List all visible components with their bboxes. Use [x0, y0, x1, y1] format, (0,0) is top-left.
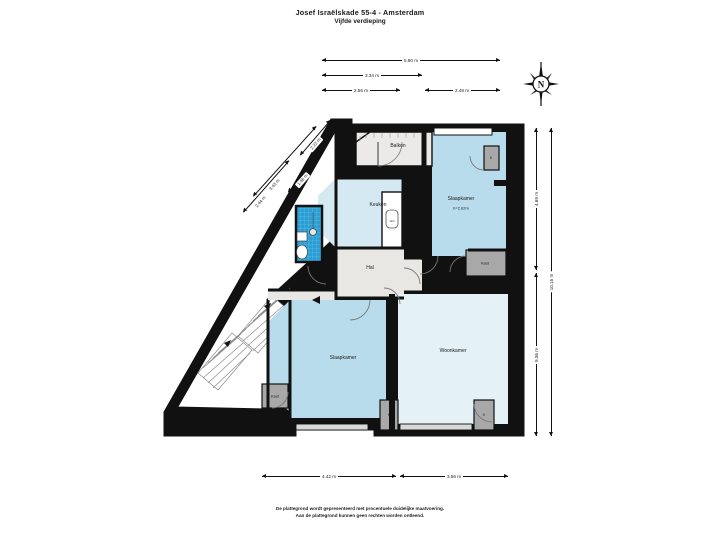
compass-east-needle: [547, 82, 559, 86]
balkon-chamfer: [355, 131, 371, 143]
compass-dial: [532, 75, 550, 93]
closet-label-k-2: K: [387, 412, 391, 417]
closet-kast-bedroom2: [261, 383, 289, 409]
closet-label-k-3: K: [482, 412, 486, 417]
entrance-arrow: [312, 296, 320, 304]
compass-north-label: N: [538, 80, 545, 90]
balkon-railing: [359, 133, 423, 141]
room-balkon-fill: [355, 131, 433, 167]
room-woonkamer-fill: [398, 294, 508, 424]
room-label-hal: Hal: [366, 264, 374, 271]
compass-west-needle: [523, 82, 535, 86]
closet-kast-bedroom1: [465, 249, 507, 277]
page-subtitle: Vijfde verdieping: [334, 18, 386, 25]
dimension-label-top-2: 3.34 m: [362, 71, 382, 79]
room-label-slaapkamer-1: Slaapkamer: [447, 195, 475, 202]
room-label-kast-1: Kast: [480, 260, 490, 266]
closet-k-living-east: [473, 399, 495, 431]
bath-sink: [296, 231, 308, 242]
room-height-slaapkamer-1: h=2.62m: [453, 205, 469, 211]
balkon-door-swing: [377, 141, 403, 167]
dimension-label-bottom-1: 4.42 m: [319, 472, 339, 480]
room-hal-fill: [336, 248, 422, 298]
room-label-slaapkamer-2: Slaapkamer: [329, 354, 357, 361]
compass-rose: N: [523, 62, 559, 106]
dimension-label-right-1: 4.69 m: [532, 189, 540, 209]
dimension-label-bottom-2: 3.56 m: [444, 472, 464, 480]
window-living-south: [399, 423, 473, 431]
kitchen-sink-label: sink: [390, 219, 396, 223]
footer-disclaimer-line-2: Aan de plattegrond kunnen geen rechten w…: [295, 513, 425, 518]
door-swings: [271, 155, 493, 423]
room-label-woonkamer: Woonkamer: [439, 347, 467, 354]
closet-k-bedroom1: [483, 145, 500, 171]
dimension-label-top-3: 2.56 m: [351, 86, 371, 94]
closet-label-k-1: K: [489, 155, 493, 160]
room-slaapkamer2-fill: [290, 300, 386, 418]
kitchen-sink: [385, 209, 399, 229]
staircase-lower: [197, 324, 253, 391]
room-woonkamer-corner: [498, 294, 508, 310]
window-bedroom1-north: [433, 127, 493, 136]
room-label-keuken: Keuken: [369, 201, 387, 208]
stair-direction-arrow-lower: [224, 340, 231, 347]
toilet: [296, 244, 308, 260]
footer-disclaimer-line-1: De plattegrond wordt gepresenteerd met p…: [275, 506, 445, 511]
shower-head: [309, 228, 317, 236]
dimension-label-top-4: 2.48 m: [452, 86, 472, 94]
dimension-label-right-2: 10.15 m: [547, 271, 555, 293]
page-title: Josef Israëlskade 55-4 - Amsterdam: [295, 8, 425, 17]
dimension-label-right-3: 5.36 m: [532, 345, 540, 365]
interior-walls: [266, 124, 510, 436]
room-label-kast-2: Kast: [270, 393, 280, 399]
window-bedroom2-south: [295, 423, 369, 431]
dimension-label-top-1: 5.90 m: [401, 56, 421, 64]
room-label-balkon: Balkon: [390, 142, 406, 149]
